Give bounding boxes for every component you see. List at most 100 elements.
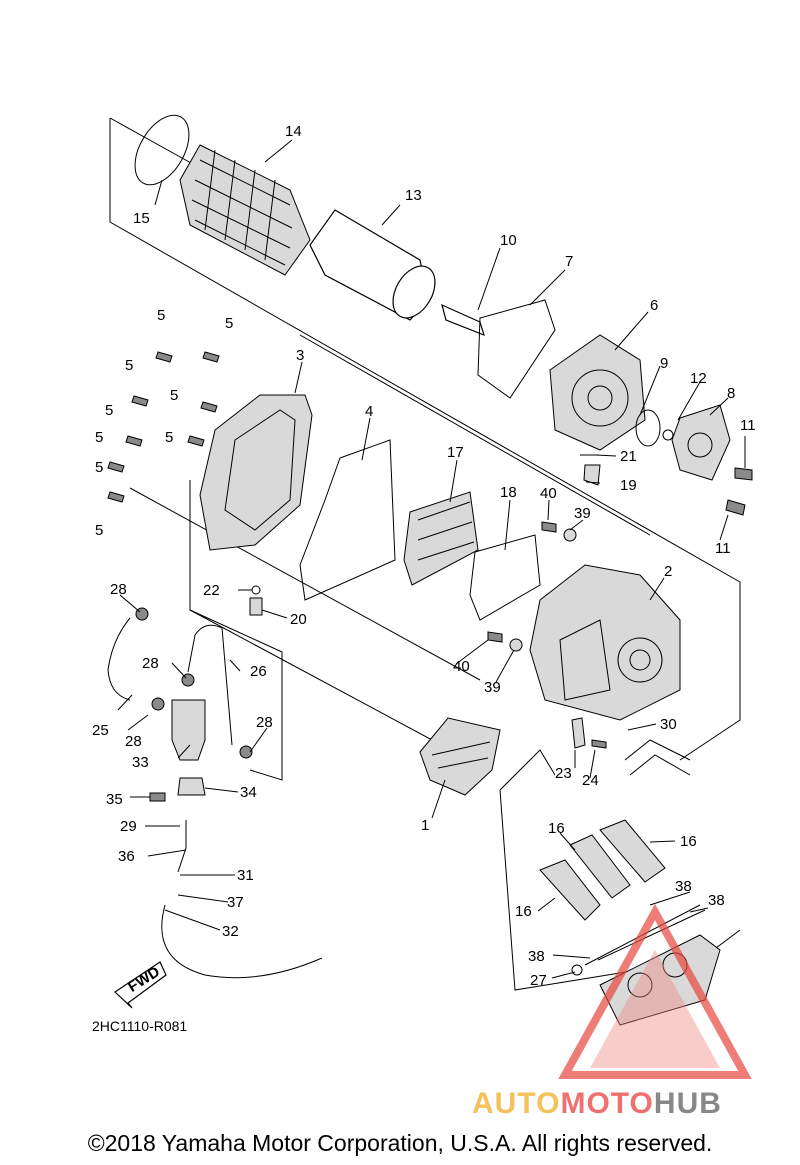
damper-19 (583, 464, 601, 486)
hose-32 (161, 904, 323, 979)
callout-40b: 40 (453, 658, 470, 675)
callout-23: 23 (555, 765, 572, 782)
callout-31: 31 (237, 867, 254, 884)
callout-5g: 5 (95, 429, 103, 446)
ducts-16 (539, 819, 666, 921)
watermark-logo (558, 903, 752, 1079)
frame-lines (109, 117, 741, 991)
callout-2: 2 (664, 563, 672, 580)
callout-14: 14 (285, 123, 302, 140)
callout-38b: 38 (708, 892, 725, 909)
callout-5e: 5 (105, 402, 113, 419)
grommet-39a (563, 528, 577, 542)
callout-5h: 5 (95, 459, 103, 476)
callout-28a: 28 (110, 581, 127, 598)
filter-element-13 (309, 209, 436, 321)
bolt-11b (725, 499, 746, 516)
boot-1 (419, 717, 501, 796)
callout-13: 13 (405, 187, 422, 204)
box-2 (529, 564, 681, 721)
reference-code: 2HC1110-R081 (92, 1018, 188, 1034)
callout-28c: 28 (125, 733, 142, 750)
callout-20: 20 (290, 611, 307, 628)
brand-auto: AUTO (472, 1087, 561, 1120)
callout-17: 17 (447, 444, 464, 461)
bolt-35 (149, 792, 166, 802)
callout-29: 29 (120, 818, 137, 835)
callout-15: 15 (133, 210, 150, 227)
pin-20 (249, 597, 263, 616)
callout-9: 9 (660, 355, 668, 372)
ring-12 (662, 429, 674, 441)
hose-30 (624, 739, 691, 776)
bolts-5 (107, 351, 220, 503)
callout-38a: 38 (675, 878, 692, 895)
callout-37: 37 (227, 894, 244, 911)
oring-15 (134, 114, 190, 186)
callout-3: 3 (296, 347, 304, 364)
callout-5c: 5 (125, 357, 133, 374)
case-3 (199, 394, 313, 551)
filter-17 (403, 491, 479, 586)
fitting-23 (571, 717, 586, 749)
callout-16c: 16 (515, 903, 532, 920)
callout-5i: 5 (95, 522, 103, 539)
callout-32: 32 (222, 923, 239, 940)
callout-16b: 16 (680, 833, 697, 850)
callout-38c: 38 (528, 948, 545, 965)
callout-35: 35 (106, 791, 123, 808)
callout-34: 34 (240, 784, 257, 801)
callout-19: 19 (620, 477, 637, 494)
callout-5a: 5 (157, 307, 165, 324)
fwd-arrow (114, 961, 167, 1009)
logo-triangle (558, 903, 752, 1079)
callout-21: 21 (620, 448, 637, 465)
screen-14 (179, 144, 311, 276)
grommet-39b (509, 638, 523, 652)
bolt-40b (487, 631, 503, 643)
callout-36: 36 (118, 848, 135, 865)
callout-10: 10 (500, 232, 517, 249)
callout-25: 25 (92, 722, 109, 739)
seal-7 (477, 299, 556, 399)
copyright: ©2018 Yamaha Motor Corporation, U.S.A. A… (87, 1130, 713, 1156)
callout-28b: 28 (142, 655, 159, 672)
callout-1: 1 (421, 817, 429, 834)
callout-28d: 28 (256, 714, 273, 731)
callout-labels: 1 2 3 4 5 5 5 5 5 5 5 5 5 5 6 7 8 9 10 1… (92, 123, 756, 996)
callout-5d: 5 (170, 387, 178, 404)
callout-33: 33 (132, 754, 149, 771)
callout-30: 30 (660, 716, 677, 733)
logo-triangle-inner (590, 950, 720, 1068)
cover-6 (549, 334, 646, 451)
callout-11a: 11 (740, 417, 756, 434)
leader-lines (117, 139, 746, 979)
bolt-11a (734, 467, 753, 481)
brand-hub: HUB (653, 1087, 722, 1120)
callout-5b: 5 (225, 315, 233, 332)
bolt-24 (591, 739, 607, 749)
oring-27 (571, 964, 583, 976)
callout-4: 4 (365, 403, 373, 420)
tube-10 (441, 303, 485, 337)
callout-27: 27 (530, 972, 547, 989)
hose-36 (177, 820, 187, 873)
clip-22 (251, 585, 261, 595)
callout-40a: 40 (540, 485, 557, 502)
cap-34 (177, 777, 206, 796)
hose-26 (187, 624, 233, 746)
callout-6: 6 (650, 297, 658, 314)
callout-12: 12 (690, 370, 707, 387)
callout-26: 26 (250, 663, 267, 680)
callout-7: 7 (565, 253, 573, 270)
watermark-brand: AUTOMOTOHUB (472, 1087, 722, 1121)
callout-39b: 39 (484, 679, 501, 696)
ring-9 (635, 409, 661, 447)
bolt-40a (541, 521, 557, 533)
gasket-18 (469, 534, 541, 621)
separator-33 (171, 699, 206, 761)
brand-moto: MOTO (560, 1087, 654, 1120)
callout-11b: 11 (715, 540, 731, 557)
callout-24: 24 (582, 772, 599, 789)
